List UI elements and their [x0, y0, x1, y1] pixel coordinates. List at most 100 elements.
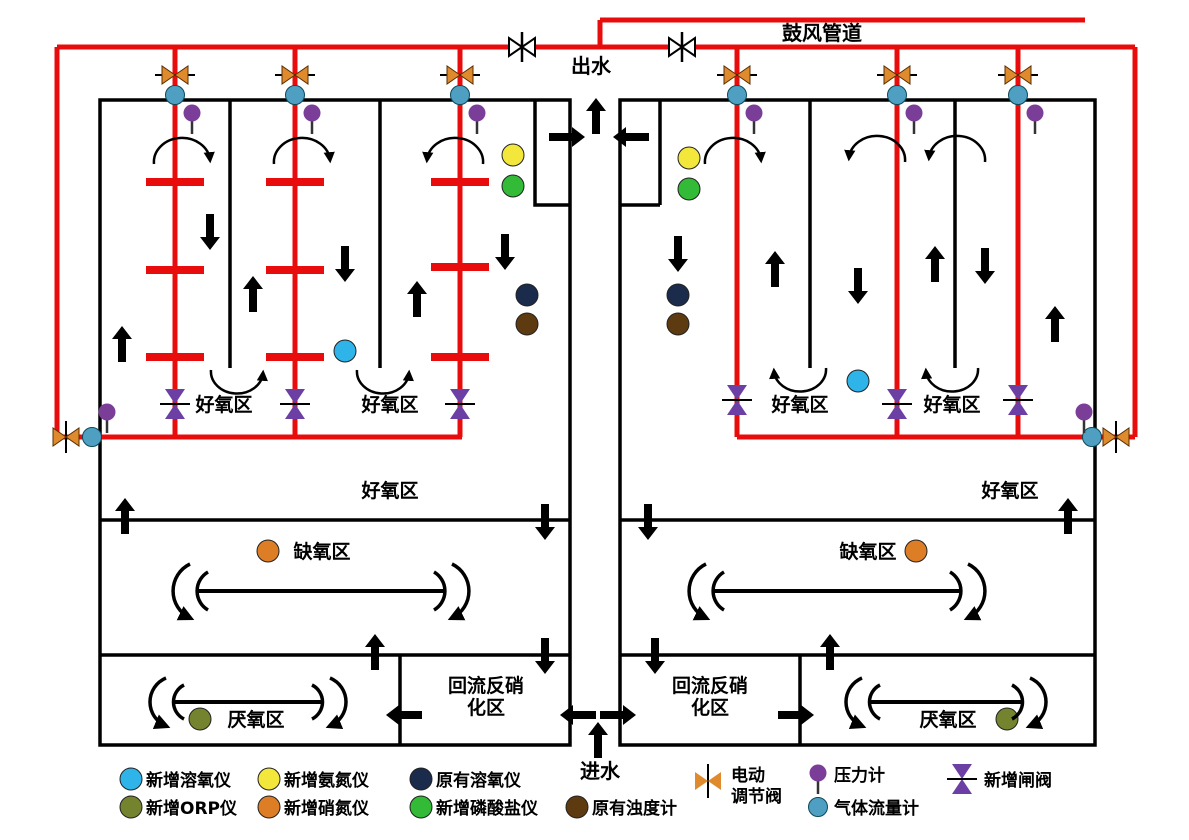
ammonia-sensor-icon [677, 146, 701, 170]
swirl-arrow [929, 136, 985, 162]
gas-flow-meter-icon [887, 85, 907, 105]
turbidity-sensor-icon [666, 312, 690, 336]
anaerobic-circulation-right [844, 676, 1048, 730]
legend-old-do-label: 原有溶氧仪 [436, 770, 522, 791]
nitrate-sensor-icon [904, 539, 928, 563]
gas-flow-meter-icon [1008, 85, 1028, 105]
gas-flow-meter-icon [450, 85, 470, 105]
legend-nitrate-label: 新增硝氮仪 [284, 798, 370, 819]
right-arrow [549, 127, 585, 147]
blower-pipeline-label: 鼓风管道 [782, 21, 862, 45]
aerobic-zone-label: 好氧区 [922, 393, 980, 416]
legend-electric-valve-label-1: 电动 [731, 765, 765, 786]
down-arrow [535, 504, 555, 540]
gas-flow-meter-icon [82, 427, 102, 447]
up-arrow [925, 246, 945, 282]
pressure-gauge-icon [182, 103, 202, 136]
legend-electric-valve-label-2: 调节阀 [731, 786, 782, 807]
down-arrow [495, 234, 515, 270]
legend-phosphate-label: 新增磷酸盐仪 [436, 798, 539, 819]
blower-header-valves [508, 32, 696, 62]
ammonia-sensor-icon [501, 143, 525, 167]
phosphate-sensor-icon [501, 174, 525, 198]
return-denit-zone-label: 回流反硝 [448, 674, 524, 697]
pressure-gauges [97, 103, 1094, 435]
legend-gate-valve-label: 新增闸阀 [984, 770, 1052, 791]
gate-valve-icon [721, 384, 753, 416]
gate-valve-icon [279, 388, 311, 420]
legend-ammonia-swatch [257, 767, 281, 791]
left-arrow [560, 705, 596, 725]
pressure-gauge-icon [904, 103, 924, 136]
up-arrow [1058, 498, 1078, 534]
up-arrow [407, 281, 427, 317]
electric-regulating-valves [52, 65, 1130, 453]
pressure-gauge-icon [467, 103, 487, 136]
return-denit-zone-label: 化区 [467, 696, 505, 719]
aeration-diffuser-bars [146, 178, 489, 361]
swirl-arrow [211, 370, 263, 394]
aerobic-zone-label: 好氧区 [980, 479, 1038, 502]
up-arrow [1045, 306, 1065, 342]
legend: 新增溶氧仪 新增氨氮仪 原有溶氧仪 电动 调节阀 压力计 新增闸阀 新增ORP仪… [119, 763, 1052, 819]
aerobic-zone-label: 好氧区 [360, 479, 418, 502]
anaerobic-circulation-left [148, 676, 348, 730]
swirl-arrow [357, 370, 409, 394]
gate-valves [159, 384, 1034, 420]
diagram-labels: 鼓风管道 出水 进水 好氧区 好氧区 好氧区 好氧区 好氧区 好氧区 缺氧区 缺… [194, 21, 1038, 783]
gas-flow-meter-icon [1082, 427, 1102, 447]
legend-new-do-swatch [119, 767, 143, 791]
swirl-arrow [926, 368, 978, 392]
nitrate-sensor-icon [256, 539, 280, 563]
legend-gate-valve-icon [946, 763, 978, 795]
up-arrow [820, 634, 840, 670]
right-arrow [600, 705, 636, 725]
pressure-gauge-icon [302, 103, 322, 136]
legend-pressure-gauge-icon [808, 763, 828, 796]
legend-turbidity-label: 原有浊度计 [592, 798, 677, 819]
right-tank-outline [618, 98, 1097, 747]
orp-sensor-icon [188, 707, 212, 731]
gate-valve-icon [159, 388, 191, 420]
phosphate-sensor-icon [677, 177, 701, 201]
left-arrow [386, 705, 422, 725]
legend-gas-flow-swatch [808, 797, 828, 817]
gas-flow-meter-icon [727, 85, 747, 105]
swirl-arrow [427, 138, 483, 164]
old-do-sensor-icon [666, 283, 690, 307]
gate-valve-icon [881, 388, 913, 420]
blower-pipe-network [54, 17, 1138, 440]
return-denit-zone-label: 回流反硝 [672, 674, 748, 697]
gate-valve-icon [1002, 384, 1034, 416]
aerobic-zone-label: 好氧区 [360, 393, 418, 416]
gas-flow-meter-icon [285, 85, 305, 105]
anoxic-circulation-left [171, 562, 471, 621]
down-arrow [848, 268, 868, 304]
aerobic-zone-label: 好氧区 [770, 393, 828, 416]
gas-flow-meter-icon [165, 85, 185, 105]
up-arrow [243, 276, 263, 312]
legend-ammonia-label: 新增氨氮仪 [284, 770, 370, 791]
anoxic-zone-label: 缺氧区 [293, 540, 350, 563]
old-do-sensor-icon [515, 283, 539, 307]
up-arrow [765, 251, 785, 287]
legend-phosphate-swatch [409, 795, 433, 819]
up-arrow [365, 634, 385, 670]
anoxic-circulation-right [687, 562, 987, 621]
anaerobic-zone-label: 厌氧区 [227, 708, 284, 731]
legend-orp-swatch [119, 795, 143, 819]
left-tank-outline [98, 98, 572, 747]
anoxic-zone-label: 缺氧区 [839, 540, 896, 563]
legend-new-do-label: 新增溶氧仪 [146, 770, 232, 791]
swirl-arrow [154, 138, 210, 164]
new-do-sensor-icon [333, 339, 357, 363]
gate-valve-icon [444, 388, 476, 420]
pressure-gauge-icon [1025, 103, 1045, 136]
right-arrow [778, 705, 814, 725]
pressure-gauge-icon [744, 103, 764, 136]
new-do-sensor-icon [846, 369, 870, 393]
aerobic-zone-label: 好氧区 [194, 393, 252, 416]
tank-walls [98, 98, 1097, 747]
down-arrow [335, 246, 355, 282]
